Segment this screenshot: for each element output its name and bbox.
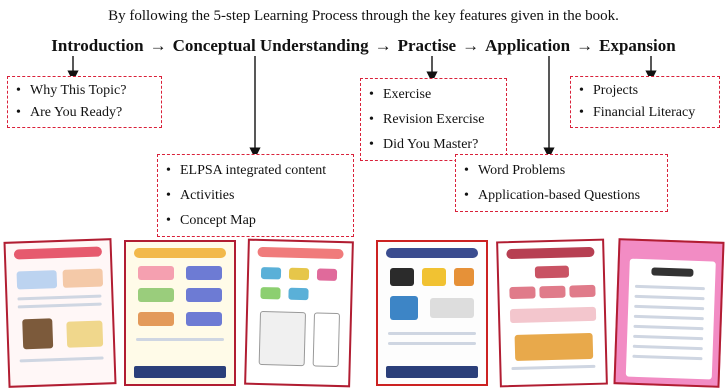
step-conceptual-understanding: Conceptual Understanding [172,36,369,55]
intro-text: By following the 5-step Learning Process… [108,8,619,24]
feature-item: Application-based Questions [462,183,659,208]
box-application: Word Problems Application-based Question… [455,154,668,212]
page-thumbnail-glossary [613,238,725,388]
page-thumbnail-exercise [244,238,354,388]
step-application: Application [485,36,571,55]
page-thumbnail-did-you-master [376,240,488,386]
flow-arrow-icon: → [462,36,480,55]
box-expansion: Projects Financial Literacy [570,76,720,128]
step-expansion: Expansion [599,36,676,55]
feature-item: Revision Exercise [367,107,498,132]
page-thumbnail-pre-number-skills [3,238,117,388]
step-practise: Practise [397,36,457,55]
flow-arrow-icon: → [374,36,392,55]
flow-arrow-icon: → [576,36,594,55]
box-conceptual: ELPSA integrated content Activities Conc… [157,154,354,237]
box-introduction: Why This Topic? Are You Ready? [7,76,162,128]
page-thumbnail-concept-map [496,238,608,388]
process-flow: Introduction → Conceptual Understanding → Pr… [0,36,727,56]
feature-item: Activities [164,183,345,208]
feature-item: Concept Map [164,208,345,233]
feature-item: Financial Literacy [577,102,711,124]
page-thumbnail-are-you-ready [124,240,236,386]
feature-item: Did You Master? [367,132,498,157]
flow-arrow-icon: → [149,36,167,55]
feature-item: Are You Ready? [14,102,153,124]
feature-item: Why This Topic? [14,80,153,102]
feature-item: Exercise [367,82,498,107]
feature-item: ELPSA integrated content [164,158,345,183]
feature-item: Word Problems [462,158,659,183]
book-page-thumbnails [3,238,725,388]
feature-item: Projects [577,80,711,102]
step-introduction: Introduction [51,36,144,55]
box-practise: Exercise Revision Exercise Did You Maste… [360,78,507,161]
